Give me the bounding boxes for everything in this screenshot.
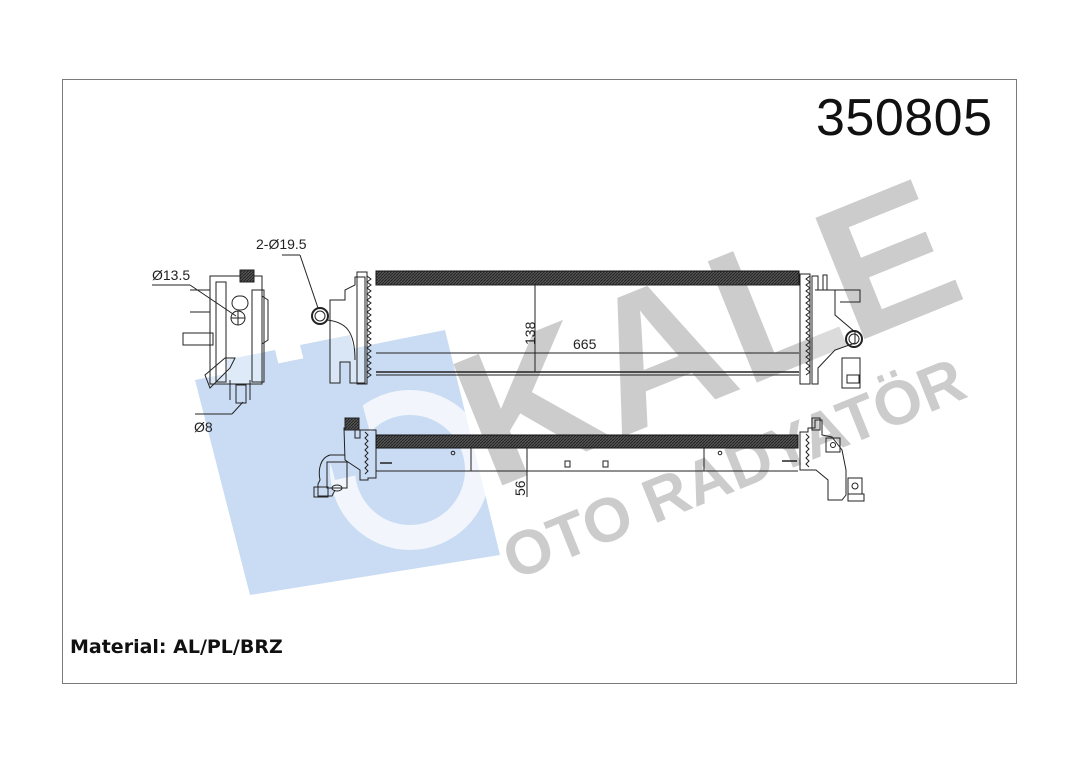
material-label: Material: AL/PL/BRZ (70, 636, 283, 658)
dim-inlet-19-5: 2-Ø19.5 (256, 236, 307, 252)
watermark-brand-text: KALE OTO RADYATÖR (427, 138, 986, 594)
part-number: 350805 (816, 89, 993, 147)
top-view (313, 417, 865, 502)
dim-depth-56: 56 (512, 480, 528, 496)
dim-port-8: Ø8 (194, 419, 213, 435)
dim-length-665: 665 (573, 336, 597, 352)
side-view (182, 269, 269, 404)
drawing-frame (62, 79, 1017, 684)
front-view (311, 270, 863, 389)
dim-port-13-5: Ø13.5 (152, 267, 190, 283)
dim-height-138: 138 (522, 321, 538, 345)
